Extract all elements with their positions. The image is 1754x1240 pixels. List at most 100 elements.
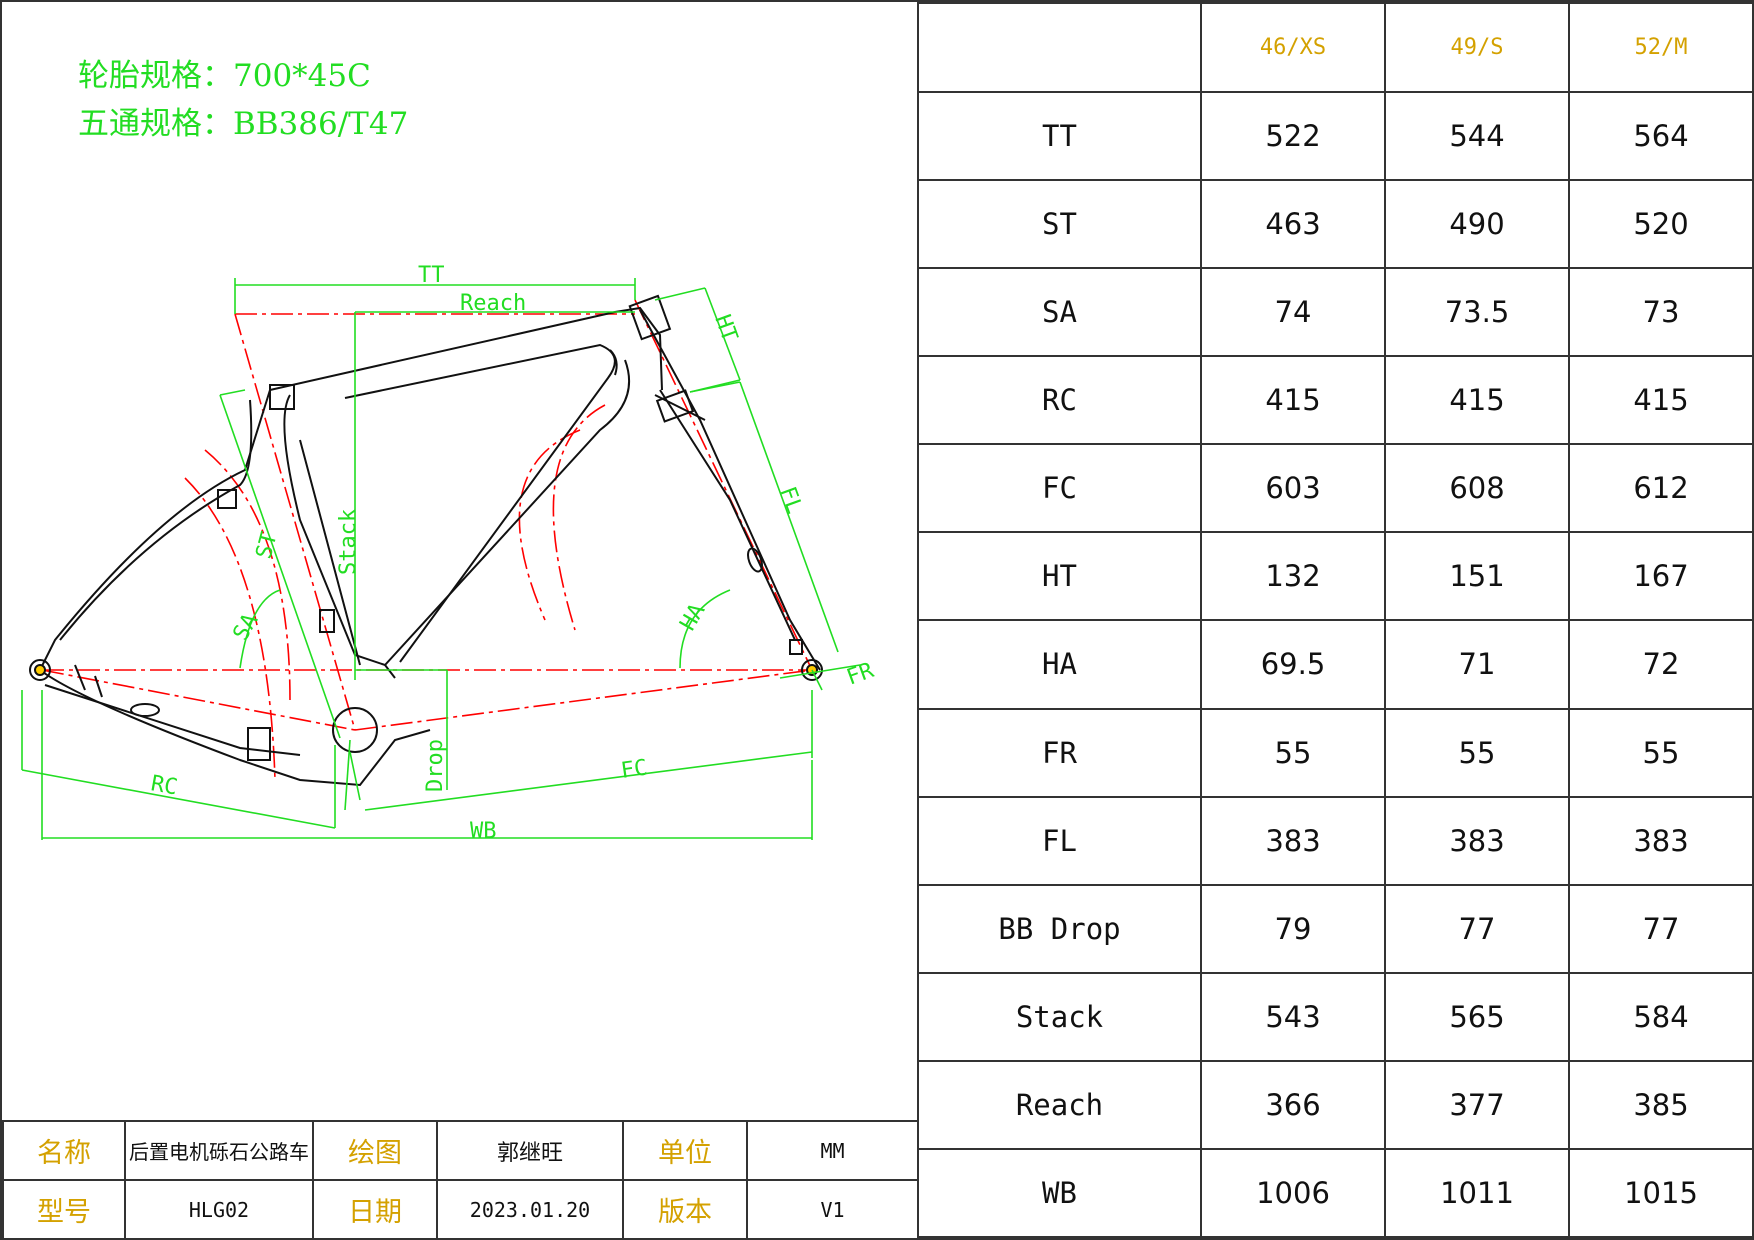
table-row: SA 74 73.5 73 — [917, 267, 1754, 358]
row-label: FL — [917, 795, 1202, 886]
label-drop: Drop — [423, 739, 448, 792]
cell-value: 385 — [1568, 1059, 1754, 1150]
label-reach: Reach — [460, 291, 526, 316]
cell-value: 565 — [1384, 971, 1570, 1062]
row-label: Stack — [917, 971, 1202, 1062]
table-row: BB Drop 79 77 77 — [917, 883, 1754, 974]
table-row: Reach 366 377 385 — [917, 1059, 1754, 1150]
label-rc: RC — [149, 771, 179, 800]
cell-value: 383 — [1200, 795, 1386, 886]
model-label: 型号 — [2, 1179, 126, 1240]
cell-value: 564 — [1568, 91, 1754, 182]
cell-value: 415 — [1384, 355, 1570, 446]
geometry-table-body: 46/XS 49/S 52/M TT 522 544 564 ST 463 49… — [917, 1, 1754, 1239]
cell-value: 79 — [1200, 883, 1386, 974]
cell-value: 366 — [1200, 1059, 1386, 1150]
drawn-by-value: 郭继旺 — [436, 1120, 624, 1181]
row-label: FR — [917, 707, 1202, 798]
title-block-row: 名称 后置电机砾石公路车 绘图 郭继旺 单位 MM — [2, 1120, 919, 1181]
label-wb: WB — [470, 819, 497, 844]
cell-value: 73.5 — [1384, 267, 1570, 358]
row-label: RC — [917, 355, 1202, 446]
date-label: 日期 — [312, 1179, 438, 1240]
label-st: ST — [252, 529, 283, 561]
cell-value: 74 — [1200, 267, 1386, 358]
label-ht: HT — [709, 312, 742, 345]
date-value: 2023.01.20 — [436, 1179, 624, 1240]
cell-value: 608 — [1384, 443, 1570, 534]
centerlines — [41, 299, 813, 781]
table-row: WB 1006 1011 1015 — [917, 1147, 1754, 1239]
cell-value: 383 — [1384, 795, 1570, 886]
header-size-xs: 46/XS — [1200, 1, 1386, 94]
cell-value: 543 — [1200, 971, 1386, 1062]
header-blank-cell — [917, 1, 1202, 94]
title-block: 名称 后置电机砾石公路车 绘图 郭继旺 单位 MM 型号 HLG02 日期 20… — [2, 1120, 919, 1240]
cell-value: 55 — [1568, 707, 1754, 798]
tire-spec: 轮胎规格：700*45C — [78, 58, 371, 94]
cell-value: 71 — [1384, 619, 1570, 710]
label-sa: SA — [229, 610, 264, 645]
cell-value: 383 — [1568, 795, 1754, 886]
cell-value: 603 — [1200, 443, 1386, 534]
table-row: FL 383 383 383 — [917, 795, 1754, 886]
unit-value: MM — [746, 1120, 919, 1181]
row-label: TT — [917, 91, 1202, 182]
drawn-by-label: 绘图 — [312, 1120, 438, 1181]
label-tt: TT — [418, 263, 445, 288]
row-label: HA — [917, 619, 1202, 710]
cell-value: 69.5 — [1200, 619, 1386, 710]
cell-value: 167 — [1568, 531, 1754, 622]
table-row: ST 463 490 520 — [917, 179, 1754, 270]
dimension-lines — [21, 278, 861, 840]
row-label: Reach — [917, 1059, 1202, 1150]
cell-value: 490 — [1384, 179, 1570, 270]
label-fr: FR — [844, 658, 878, 691]
cell-value: 377 — [1384, 1059, 1570, 1150]
table-row: HT 132 151 167 — [917, 531, 1754, 622]
geometry-table: 46/XS 49/S 52/M TT 522 544 564 ST 463 49… — [917, 1, 1754, 1239]
label-stack: Stack — [336, 509, 361, 575]
cell-value: 1011 — [1384, 1147, 1570, 1239]
cell-value: 612 — [1568, 443, 1754, 534]
cell-value: 73 — [1568, 267, 1754, 358]
cell-value: 55 — [1200, 707, 1386, 798]
cell-value: 520 — [1568, 179, 1754, 270]
cell-value: 151 — [1384, 531, 1570, 622]
row-label: ST — [917, 179, 1202, 270]
header-size-m: 52/M — [1568, 1, 1754, 94]
table-row: FC 603 608 612 — [917, 443, 1754, 534]
dimension-labels: TT Reach HT FL Stack ST SA HA FR RC Drop… — [149, 263, 878, 844]
cell-value: 132 — [1200, 531, 1386, 622]
table-row: Stack 543 565 584 — [917, 971, 1754, 1062]
cell-value: 55 — [1384, 707, 1570, 798]
title-block-row: 型号 HLG02 日期 2023.01.20 版本 V1 — [2, 1179, 919, 1240]
table-header-row: 46/XS 49/S 52/M — [917, 1, 1754, 94]
table-row: TT 522 544 564 — [917, 91, 1754, 182]
cell-value: 415 — [1200, 355, 1386, 446]
row-label: FC — [917, 443, 1202, 534]
name-label: 名称 — [2, 1120, 126, 1181]
row-label: HT — [917, 531, 1202, 622]
cell-value: 1006 — [1200, 1147, 1386, 1239]
cell-value: 463 — [1200, 179, 1386, 270]
name-value: 后置电机砾石公路车 — [124, 1120, 314, 1181]
cell-value: 77 — [1568, 883, 1754, 974]
row-label: BB Drop — [917, 883, 1202, 974]
cell-value: 1015 — [1568, 1147, 1754, 1239]
cell-value: 415 — [1568, 355, 1754, 446]
version-value: V1 — [746, 1179, 919, 1240]
version-label: 版本 — [622, 1179, 748, 1240]
label-fc: FC — [619, 755, 649, 783]
frame-outline — [29, 294, 823, 787]
table-row: RC 415 415 415 — [917, 355, 1754, 446]
frame-geometry-drawing: TT Reach HT FL Stack ST SA HA FR RC Drop… — [21, 263, 878, 844]
header-size-s: 49/S — [1384, 1, 1570, 94]
cell-value: 544 — [1384, 91, 1570, 182]
row-label: SA — [917, 267, 1202, 358]
table-row: HA 69.5 71 72 — [917, 619, 1754, 710]
table-row: FR 55 55 55 — [917, 707, 1754, 798]
unit-label: 单位 — [622, 1120, 748, 1181]
